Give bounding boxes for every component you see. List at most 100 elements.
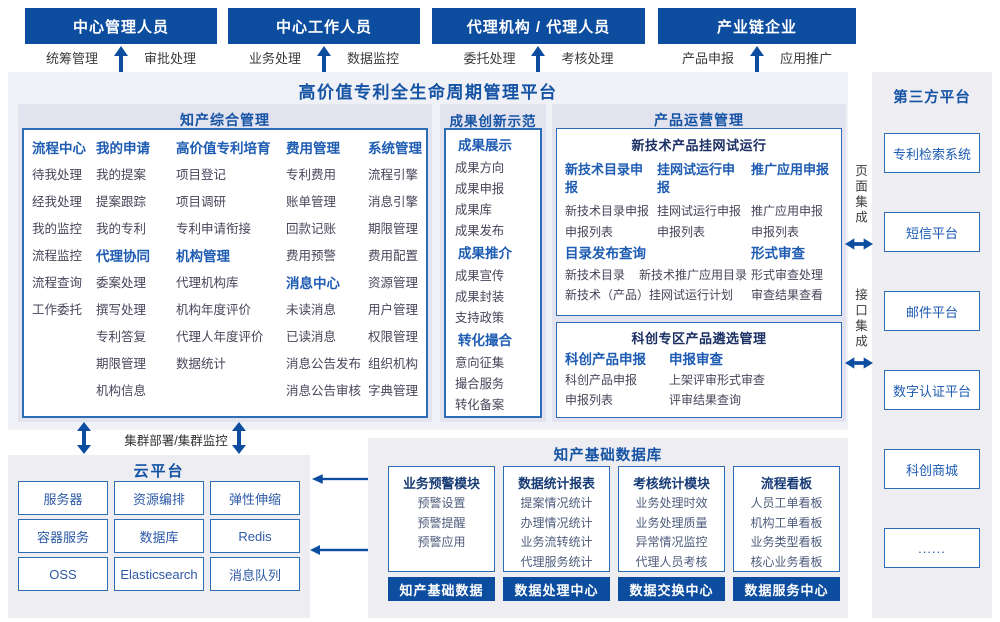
group-header: 申报审查 xyxy=(669,352,723,367)
group-header: 代理协同 xyxy=(96,249,150,264)
menu-item: 新技术推广应用目录 xyxy=(639,268,748,282)
menu-item: 费用配置 xyxy=(368,249,419,263)
vertical-double-arrow-icon xyxy=(232,422,246,454)
cloud-box-redis: Redis xyxy=(210,519,300,553)
achievement-box: 成果展示 成果方向 成果申报 成果库 成果发布 成果推介 成果宣传 成果封装 支… xyxy=(444,128,542,418)
group-header: 我的申请 xyxy=(96,141,150,156)
column-promotion-declare: 推广应用申报 推广应用申报 申报列表 xyxy=(751,161,837,243)
section-title: 产品运营管理 xyxy=(654,112,744,128)
menu-item: 期限管理 xyxy=(368,222,419,236)
third-party-box-digital-cert: 数字认证平台 xyxy=(884,370,980,410)
column-sci-product-declare: 科创产品申报 科创产品申报 申报列表 xyxy=(565,349,646,410)
group-catalog-query: 目录发布查询 新技术目录新技术推广应用目录 新技术（产品）挂网试运行计划 xyxy=(565,243,747,305)
group-header: 转化撮合 xyxy=(458,333,512,348)
page-integration-label: 页面集成 xyxy=(853,164,867,226)
menu-item: 流程监控 xyxy=(32,249,83,263)
menu-item: 业务处理质量 xyxy=(635,515,708,530)
cloud-box-scaling: 弹性伸缩 xyxy=(210,481,300,515)
menu-item: 撰写处理 xyxy=(96,303,147,317)
menu-item: 意向征集 xyxy=(455,356,505,370)
cloud-box-elasticsearch: Elasticsearch xyxy=(114,557,204,591)
group-header: 新技术目录申报 xyxy=(565,162,644,195)
menu-item: 预警设置 xyxy=(417,496,466,510)
group-header: 费用管理 xyxy=(286,141,340,156)
role-labels-1: 统筹管理 审批处理 xyxy=(25,48,217,66)
menu-item: 委案处理 xyxy=(96,276,147,290)
role-label: 审批处理 xyxy=(144,50,197,66)
menu-item: 申报列表 xyxy=(565,225,614,239)
module-header: 流程看板 xyxy=(760,476,813,491)
menu-item: 预警提醒 xyxy=(417,515,466,530)
section-title: 第三方平台 xyxy=(893,90,971,106)
column-declare-review: 申报审查 上架评审形式审查 评审结果查询 xyxy=(669,349,765,410)
menu-item: 科创产品申报 xyxy=(565,373,638,387)
menu-item: 申报列表 xyxy=(751,225,800,239)
group-header: 推广应用申报 xyxy=(751,162,830,177)
menu-item: 我的提案 xyxy=(96,168,147,182)
group-header: 成果展示 xyxy=(458,138,512,153)
horizontal-double-arrow-icon xyxy=(845,238,873,250)
trial-operation-box: 新技术产品挂网试运行 新技术目录申报 新技术目录申报 申报列表 挂网试运行申报 … xyxy=(556,128,842,316)
menu-item: 业务类型看板 xyxy=(750,535,823,549)
menu-item: 机构年度评价 xyxy=(176,303,252,317)
group-header: 形式审查 xyxy=(751,246,805,261)
menu-item: 成果宣传 xyxy=(455,269,505,283)
menu-item: 代理人年度评价 xyxy=(176,330,264,344)
third-party-box-patent-search: 专利检索系统 xyxy=(884,133,980,173)
column-trial-declare: 挂网试运行申报 挂网试运行申报 申报列表 xyxy=(657,161,747,243)
role-label: 业务处理 xyxy=(248,50,301,66)
cloud-box-orchestration: 资源编排 xyxy=(114,481,204,515)
section-title: 知产基础数据库 xyxy=(553,448,663,464)
menu-item: 审查结果查看 xyxy=(751,288,824,302)
menu-item: 预警应用 xyxy=(417,535,466,549)
data-center-exchange: 数据交换中心 xyxy=(618,577,725,601)
column-process-center: 流程中心 待我处理 经我处理 我的监控 流程监控 流程查询 工作委托 xyxy=(32,135,94,416)
cloud-box-message-queue: 消息队列 xyxy=(210,557,300,591)
menu-item: 新技术目录申报 xyxy=(565,204,650,218)
group-header: 目录发布查询 xyxy=(565,246,646,261)
third-party-box-sms: 短信平台 xyxy=(884,212,980,252)
menu-item: 账单管理 xyxy=(286,195,337,209)
menu-item: 异常情况监控 xyxy=(635,535,708,549)
menu-item: 转化备案 xyxy=(455,398,505,412)
menu-item: 数据统计 xyxy=(176,357,227,371)
section-third-party: 第三方平台 专利检索系统 短信平台 邮件平台 数字认证平台 科创商城 .....… xyxy=(872,72,992,618)
cloud-box-container: 容器服务 xyxy=(18,519,108,553)
role-label: 产品申报 xyxy=(681,50,734,66)
menu-item: 工作委托 xyxy=(32,303,83,317)
group-header: 消息中心 xyxy=(286,276,340,291)
menu-item: 专利申请衔接 xyxy=(176,222,252,236)
menu-item: 消息引擎 xyxy=(368,195,419,209)
menu-item: 新技术（产品）挂网试运行计划 xyxy=(565,288,734,302)
menu-item: 权限管理 xyxy=(368,330,419,344)
cloud-box-server: 服务器 xyxy=(18,481,108,515)
third-party-box-sci-mall: 科创商城 xyxy=(884,449,980,489)
menu-item: 待我处理 xyxy=(32,168,83,182)
menu-item: 未读消息 xyxy=(286,303,337,317)
module-header: 数据统计报表 xyxy=(518,476,595,491)
group-formal-review: 形式审查 形式审查处理 审查结果查看 xyxy=(751,243,823,305)
menu-item: 申报列表 xyxy=(657,225,706,239)
module-process-kanban: 流程看板 人员工单看板 机构工单看板 业务类型看板 核心业务看板 xyxy=(733,466,840,572)
menu-item: 推广应用申报 xyxy=(751,204,824,218)
group-header: 高价值专利培育 xyxy=(176,141,271,156)
column-fee-management: 费用管理 专利费用 账单管理 回款记账 费用预警 消息中心 未读消息 已读消息 … xyxy=(286,135,370,416)
menu-item: 业务处理时效 xyxy=(635,496,708,510)
module-assessment-statistics: 考核统计模块 业务处理时效 业务处理质量 异常情况监控 代理人员考核 xyxy=(618,466,725,572)
catalog-line: 新技术目录新技术推广应用目录 xyxy=(565,265,747,285)
group-header: 流程中心 xyxy=(32,141,86,156)
menu-item: 代理人员考核 xyxy=(635,554,708,569)
menu-item: 代理机构库 xyxy=(176,276,239,290)
sci-tech-selection-box: 科创专区产品遴选管理 科创产品申报 科创产品申报 申报列表 申报审查 上架评审形… xyxy=(556,322,842,418)
role-label: 委托处理 xyxy=(463,50,516,66)
data-center-ip-basic-data: 知产基础数据 xyxy=(388,577,495,601)
menu-item: 成果封装 xyxy=(455,290,505,304)
section-title: 云平台 xyxy=(133,463,185,480)
role-label: 统筹管理 xyxy=(45,50,98,66)
menu-item: 已读消息 xyxy=(286,330,337,344)
menu-item: 专利费用 xyxy=(286,168,337,182)
role-box-industry-chain: 产业链企业 xyxy=(658,8,856,44)
menu-item: 人员工单看板 xyxy=(750,496,823,510)
menu-item: 资源管理 xyxy=(368,276,419,290)
module-business-warning: 业务预警模块 预警设置 预警提醒 预警应用 xyxy=(388,466,495,572)
